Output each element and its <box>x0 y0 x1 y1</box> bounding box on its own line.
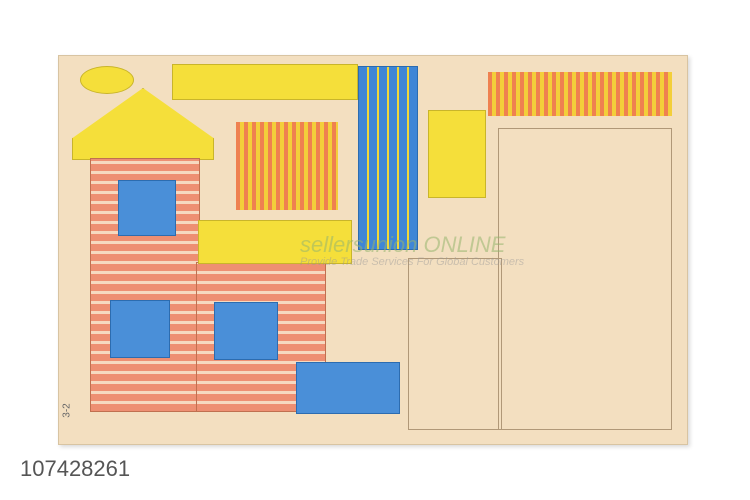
fence-piece <box>236 122 338 210</box>
watermark-tagline: Provide Trade Services For Global Custom… <box>300 256 525 268</box>
product-id: 107428261 <box>20 456 131 481</box>
plain-side-outline <box>408 258 502 430</box>
blue-lattice-piece <box>358 66 418 250</box>
window-left <box>110 300 170 358</box>
piece-label: 3-2 <box>61 403 73 418</box>
window-right <box>214 302 278 360</box>
blue-gate-piece <box>296 362 400 414</box>
window-upper <box>118 180 176 236</box>
top-fence-piece <box>488 72 672 116</box>
railing-piece-2 <box>198 220 352 264</box>
plain-wall-outline <box>498 128 672 430</box>
oval-piece <box>80 66 134 94</box>
watermark-brand: sellersunion ONLINE <box>300 232 506 257</box>
railing-piece <box>172 64 358 100</box>
yellow-bracket-piece <box>428 110 486 198</box>
